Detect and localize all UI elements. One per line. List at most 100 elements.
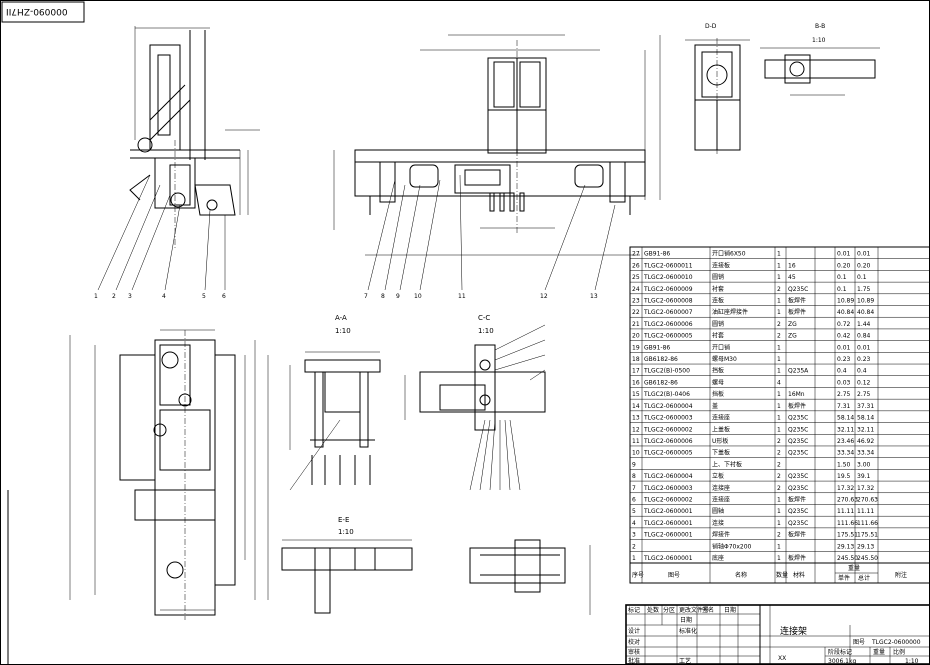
callout-label: 5 — [202, 293, 206, 300]
bom-cell-total: 0.01 — [857, 344, 871, 351]
bom-cell-no: 18 — [632, 356, 640, 363]
bom-cell-unit: 10.89 — [837, 298, 854, 305]
role-process: 工艺 — [679, 657, 691, 665]
view-title: E-E — [338, 516, 349, 524]
bom-cell-code: TLGC2-0600004 — [643, 403, 693, 410]
title-block-text: 标记 处数 分区 更改文件号 签名 日期 日期 设计 校对 审核 批准 标准化 … — [628, 606, 921, 665]
bom-cell-total: 33.34 — [857, 450, 874, 457]
callout-label: 1 — [94, 293, 98, 300]
bom-cell-unit: 7.31 — [837, 403, 851, 410]
bom-cell-total: 39.1 — [857, 473, 871, 480]
bom-cell-name: 衬套 — [712, 285, 724, 293]
bom-cell-code: GB6182-86 — [644, 379, 678, 386]
bom-cell-total: 17.32 — [857, 485, 874, 492]
bom-cell-unit: 0.4 — [837, 368, 847, 375]
callout-label: 3 — [128, 293, 132, 300]
bom-header-total: 总计 — [858, 574, 870, 582]
detail-view — [469, 539, 591, 615]
bom-cell-total: 0.84 — [857, 333, 871, 340]
bom-cell-code: TLGC2-0600010 — [643, 274, 693, 281]
section-view-ee — [281, 539, 413, 614]
bom-cell-code: TLGC2-0600005 — [643, 333, 693, 340]
bom-cell-no: 26 — [632, 262, 640, 269]
bom-cell-name: 螺母 — [712, 378, 724, 386]
bom-cell-unit: 0.42 — [837, 333, 851, 340]
role-design: 设计 — [628, 627, 640, 635]
bom-cell-code: TLGC2-0600011 — [643, 262, 693, 269]
bom-cell-unit: 0.1 — [837, 286, 847, 293]
bom-cell-name: 螺母M30 — [712, 355, 737, 363]
bom-cell-qty: 2 — [777, 485, 781, 492]
bom-cell-name: 连接座 — [712, 484, 730, 492]
bom-cell-material: Q235C — [788, 473, 808, 480]
bom-cell-name: 立板 — [712, 472, 724, 480]
bom-cell-no: 22 — [632, 309, 640, 316]
bom-cell-name: 下盖板 — [712, 449, 730, 457]
bom-cell-total: 32.11 — [857, 426, 874, 433]
bom-cell-qty: 4 — [777, 379, 781, 386]
scale-label: 比例 — [893, 648, 905, 656]
scale: 1:10 — [905, 658, 919, 665]
bom-cell-name: 盖 — [712, 402, 718, 410]
bom-cell-unit: 40.84 — [837, 309, 854, 316]
bom-cell-qty: 2 — [777, 450, 781, 457]
bom-cell-qty: 1 — [777, 415, 781, 422]
bom-cell-no: 6 — [632, 496, 636, 503]
bom-cell-no: 4 — [632, 520, 636, 527]
callout-label: 10 — [414, 293, 422, 300]
callout-label: 7 — [364, 293, 368, 300]
rev-header: 处数 — [647, 606, 659, 614]
bom-cell-name: U形板 — [712, 437, 728, 445]
bom-cell-no: 21 — [632, 321, 640, 328]
bom-cell-no: 8 — [632, 473, 636, 480]
bom-cell-material: 45 — [788, 274, 796, 281]
bom-cell-code: GB6182-86 — [644, 356, 678, 363]
bom-cell-total: 40.84 — [857, 309, 874, 316]
view-scale: 1:10 — [338, 528, 354, 536]
bill-of-materials-frame — [629, 246, 930, 584]
role-check: 校对 — [628, 638, 640, 646]
bom-cell-qty: 2 — [777, 286, 781, 293]
bom-cell-qty: 2 — [777, 438, 781, 445]
bom-cell-code: TLGC2-0600006 — [643, 438, 693, 445]
bom-cell-unit: 32.11 — [837, 426, 854, 433]
weight-label: 重量 — [873, 648, 885, 656]
bom-cell-no: 7 — [632, 485, 636, 492]
bom-cell-name: 开口销 — [712, 343, 730, 351]
bom-cell-unit: 2.75 — [837, 391, 851, 398]
bom-cell-material: Q235C — [788, 438, 808, 445]
rev-header: 签名 — [702, 606, 714, 614]
date-label: 日期 — [680, 616, 692, 624]
view-title: C-C — [478, 314, 490, 322]
view-scale: 1:10 — [335, 327, 351, 335]
bom-cell-material: 16 — [788, 262, 796, 269]
section-view-dd — [685, 38, 750, 155]
bom-cell-material: 板焊件 — [788, 554, 806, 562]
bom-cell-qty: 1 — [777, 496, 781, 503]
bom-cell-code: TLGC2-0600003 — [643, 415, 693, 422]
bom-cell-name: 上盖板 — [712, 425, 730, 433]
bom-header-name: 名称 — [735, 571, 747, 579]
bom-cell-unit: 11.11 — [837, 508, 854, 515]
bom-cell-name: 圆销 — [712, 320, 724, 328]
bom-cell-name: 连接座 — [712, 414, 730, 422]
bom-header: 序号 图号 名称 数量 材料 重量 单件 总计 附注 — [630, 562, 930, 582]
bom-cell-material: Q235C — [788, 286, 808, 293]
bom-cell-unit: 0.72 — [837, 321, 851, 328]
bom-cell-no: 17 — [632, 368, 640, 375]
bom-cell-unit: 17.32 — [837, 485, 854, 492]
role-approve: 批准 — [628, 657, 640, 665]
bom-cell-qty: 2 — [777, 473, 781, 480]
